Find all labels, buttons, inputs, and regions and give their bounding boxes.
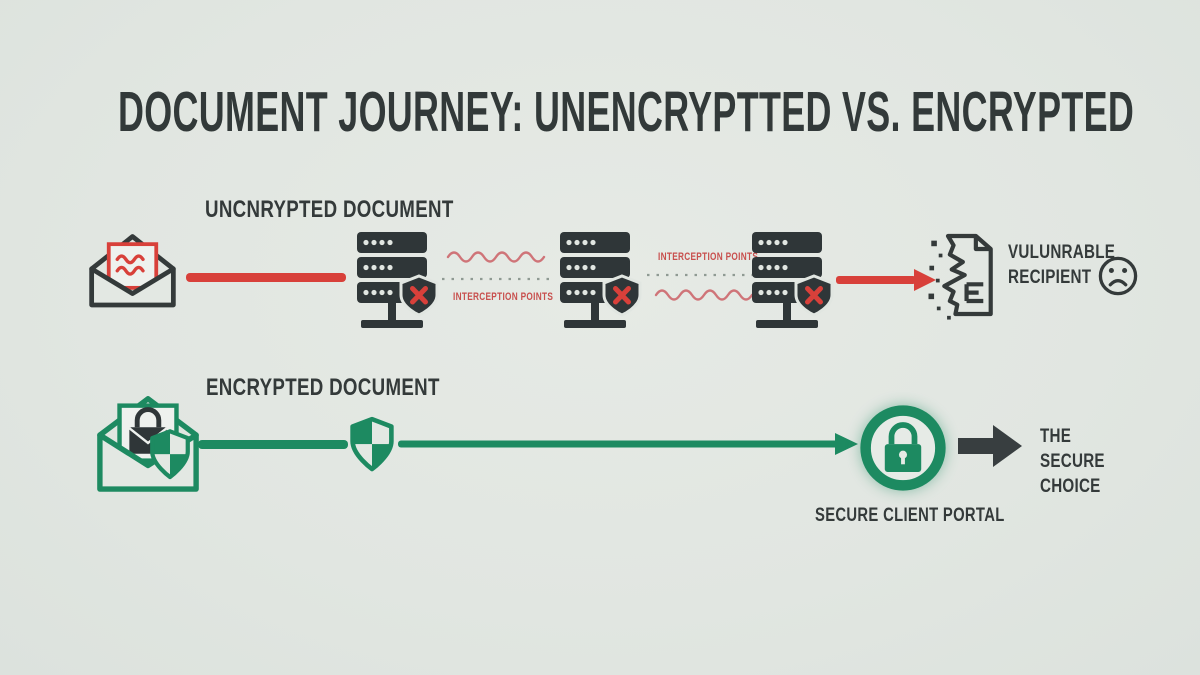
server-rack-icon-2 <box>560 232 642 336</box>
choice-label: THE SECURE CHOICE <box>1040 426 1105 498</box>
interception-points-label-2: INTERCEPTION POINTS <box>658 251 759 263</box>
transit-shield-icon <box>348 413 396 477</box>
green-arrow-icon <box>398 433 858 455</box>
server-rack-icon-1 <box>357 232 439 336</box>
green-transit-line <box>198 440 348 449</box>
server-rack-icon-3 <box>752 232 834 336</box>
open-envelope-icon <box>85 222 180 310</box>
page-title: DOCUMENT JOURNEY: UNENCRYPTTED VS. ENCRY… <box>118 80 1135 144</box>
recipient-label: VULUNRABLE RECIPIENT <box>1008 242 1116 289</box>
black-arrow-icon <box>958 423 1022 469</box>
encrypted-row-label: ENCRYPTED DOCUMENT <box>206 374 440 401</box>
shield-badge-icon <box>148 428 192 482</box>
squiggle-line-1 <box>446 250 546 264</box>
sad-face-icon <box>1096 254 1140 298</box>
dotted-line-1 <box>442 276 552 282</box>
squiggle-line-2 <box>654 288 754 302</box>
interception-points-label-1: INTERCEPTION POINTS <box>453 291 554 303</box>
secure-portal-lock-icon <box>857 402 949 494</box>
dotted-line-2 <box>647 272 757 278</box>
broken-document-icon <box>922 230 1000 320</box>
unencrypted-row-label: UNCNRYPTED DOCUMENT <box>205 196 454 223</box>
portal-label: SECURE CLIENT PORTAL <box>815 505 1005 526</box>
red-arrow-icon <box>836 269 936 291</box>
red-transit-line <box>186 273 346 282</box>
